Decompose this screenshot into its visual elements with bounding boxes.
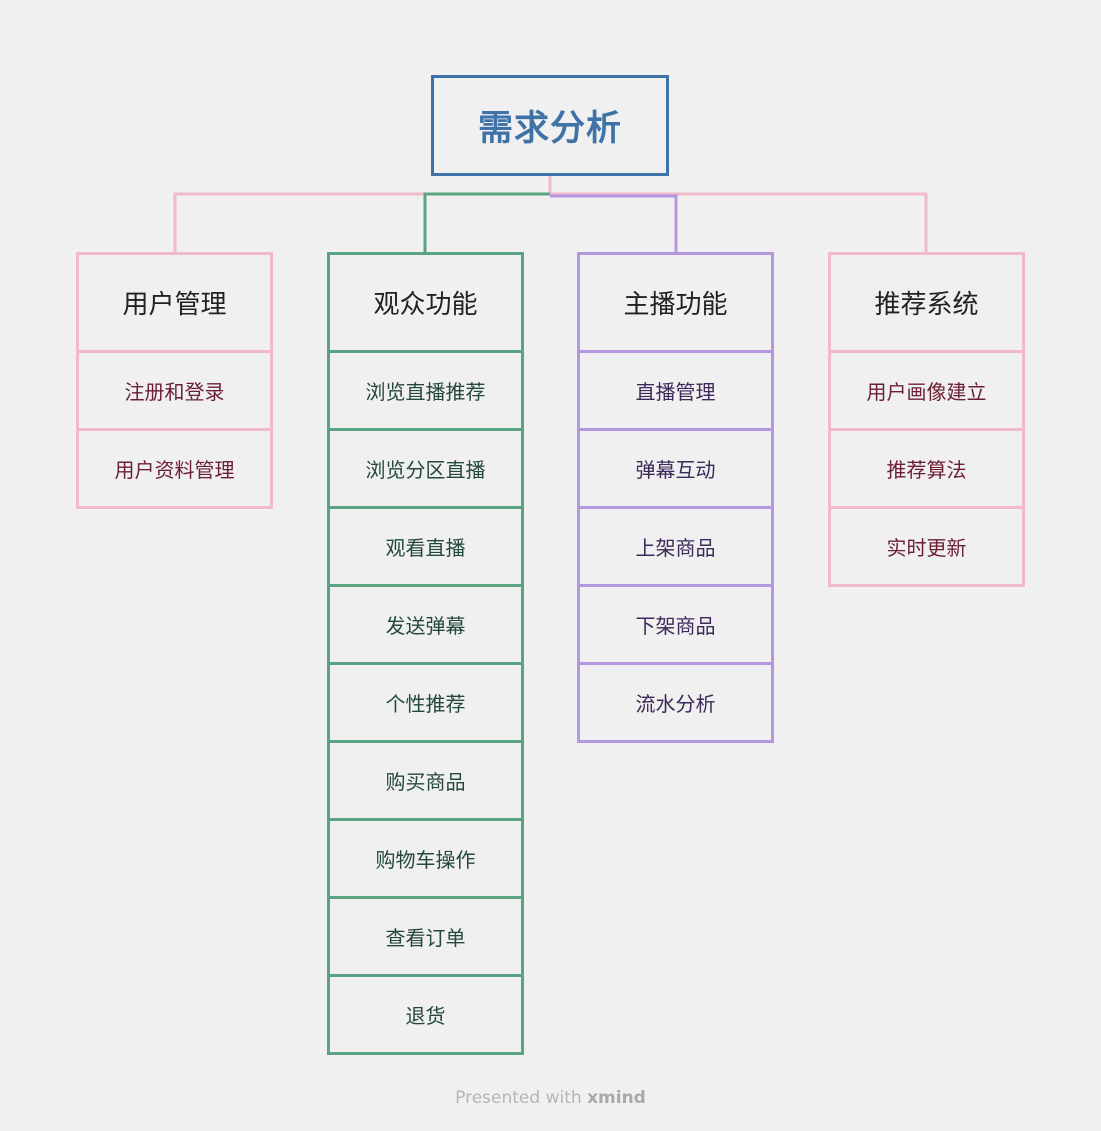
- subtopic-item[interactable]: 注册和登录: [79, 353, 270, 431]
- branch-audience-features[interactable]: 观众功能 浏览直播推荐 浏览分区直播 观看直播 发送弹幕 个性推荐 购买商品 购…: [327, 252, 524, 1055]
- branch-user-management[interactable]: 用户管理 注册和登录 用户资料管理: [76, 252, 273, 509]
- subtopic-item[interactable]: 直播管理: [580, 353, 771, 431]
- branch-title[interactable]: 推荐系统: [831, 255, 1022, 353]
- subtopic-item[interactable]: 个性推荐: [330, 665, 521, 743]
- xmind-logo: xmind: [587, 1088, 646, 1108]
- subtopic-item[interactable]: 发送弹幕: [330, 587, 521, 665]
- subtopic-item[interactable]: 弹幕互动: [580, 431, 771, 509]
- subtopic-item[interactable]: 购物车操作: [330, 821, 521, 899]
- branch-title[interactable]: 主播功能: [580, 255, 771, 353]
- connector-recommendation-system: [550, 192, 928, 252]
- subtopic-item[interactable]: 查看订单: [330, 899, 521, 977]
- subtopic-item[interactable]: 实时更新: [886, 536, 967, 560]
- branch-title[interactable]: 用户管理: [79, 255, 270, 353]
- subtopic-item[interactable]: 观看直播: [330, 509, 521, 587]
- footer-prefix: Presented with: [455, 1088, 582, 1108]
- branch-streamer-features[interactable]: 主播功能 直播管理 弹幕互动 上架商品 下架商品 流水分析: [577, 252, 774, 743]
- connector-user-management: [173, 176, 552, 252]
- subtopic-item[interactable]: 浏览直播推荐: [330, 353, 521, 431]
- subtopic-item[interactable]: 下架商品: [580, 587, 771, 665]
- presented-with-footer: Presented with xmind: [0, 1088, 1101, 1108]
- subtopic-item[interactable]: 浏览分区直播: [330, 431, 521, 509]
- subtopic-item[interactable]: 流水分析: [635, 692, 716, 716]
- root-topic-label: 需求分析: [477, 109, 622, 149]
- connector-audience-features: [423, 192, 550, 252]
- branch-recommendation-system[interactable]: 推荐系统 用户画像建立 推荐算法 实时更新: [828, 252, 1025, 587]
- subtopic-item[interactable]: 退货: [405, 1004, 446, 1028]
- subtopic-item[interactable]: 上架商品: [580, 509, 771, 587]
- connector-streamer-features: [550, 194, 678, 252]
- subtopic-item[interactable]: 用户画像建立: [831, 353, 1022, 431]
- subtopic-item[interactable]: 用户资料管理: [114, 458, 235, 482]
- subtopic-item[interactable]: 购买商品: [330, 743, 521, 821]
- subtopic-item[interactable]: 推荐算法: [831, 431, 1022, 509]
- branch-title[interactable]: 观众功能: [330, 255, 521, 353]
- root-topic[interactable]: 需求分析: [431, 75, 669, 176]
